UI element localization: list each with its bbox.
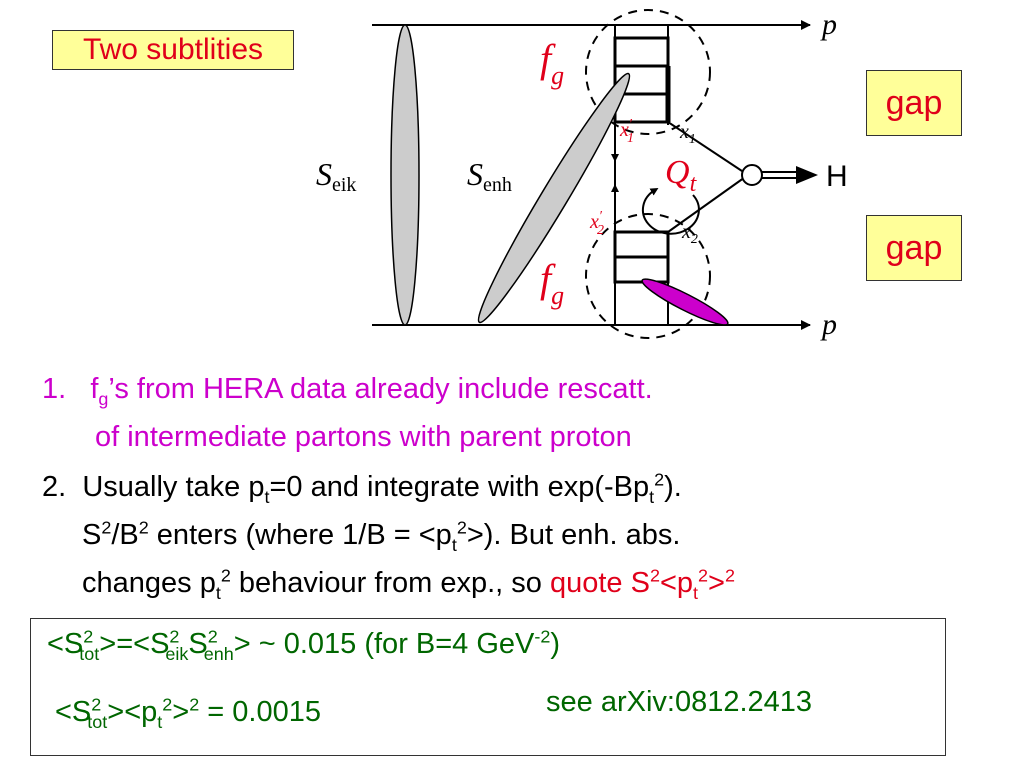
point-1-line-2: of intermediate partons with parent prot… — [95, 420, 632, 455]
sub: enh — [203, 643, 234, 664]
sub: t — [157, 711, 163, 732]
t: > — [708, 567, 725, 599]
t: > — [172, 696, 190, 728]
magenta-ellipse — [641, 278, 729, 326]
quote-highlight: quote S2<pt2>2 — [549, 565, 735, 601]
point-1-f: f — [90, 373, 99, 405]
t: <S — [55, 696, 92, 728]
s-enh-label: Senh — [467, 156, 512, 196]
t: >=<S — [99, 628, 170, 660]
t: ). — [664, 471, 682, 503]
t: ) — [550, 628, 561, 660]
sup: 2 — [649, 565, 660, 586]
sub: t — [693, 582, 699, 603]
higgs-arrowhead — [796, 166, 818, 184]
higgs-vertex — [741, 164, 763, 186]
qt-loop-arrow — [641, 187, 700, 235]
x1-label: x1 — [679, 121, 696, 147]
t: changes p — [82, 567, 216, 599]
t: = 0.0015 — [199, 696, 321, 728]
t: quote S — [549, 567, 650, 599]
t: behaviour from exp., so — [230, 567, 550, 599]
t: =0 and integrate with exp(-Bp — [269, 471, 650, 503]
t: enters (where 1/B = <p — [148, 519, 452, 551]
t: /B — [111, 519, 139, 551]
t: <S — [47, 628, 84, 660]
point-1-line-2-text: of intermediate partons with parent prot… — [95, 421, 632, 453]
fg-bottom-dashed-circle — [585, 213, 711, 339]
sup: 2 — [162, 694, 173, 715]
gap-bottom-box: gap — [866, 215, 962, 281]
x2-label: x2 — [681, 221, 698, 247]
t: S — [188, 628, 208, 660]
sub: t — [264, 486, 270, 507]
s-enh-ellipse — [477, 72, 631, 324]
p-bottom-label: p — [820, 308, 837, 341]
sup: 2 — [101, 517, 112, 538]
point-1-line-1: 1. fg’s from HERA data already include r… — [42, 372, 653, 409]
fg-top-dashed-circle — [585, 9, 711, 135]
sub: g — [98, 388, 109, 409]
t: >). But enh. abs. — [466, 519, 681, 551]
s-eik-label: Seik — [316, 156, 356, 196]
sup: 2 — [698, 565, 709, 586]
sup: 2 — [220, 565, 231, 586]
point-1-rest: ’s from HERA data already include rescat… — [108, 373, 653, 405]
x2-prime-label: x′2 — [589, 209, 604, 238]
sup: 2 — [189, 694, 200, 715]
t: ><p — [107, 696, 158, 728]
sup: 2 — [724, 565, 735, 586]
sub: eik — [165, 643, 189, 664]
x1-prime-label: x′1 — [619, 117, 634, 146]
point-1-number: 1. — [42, 373, 67, 405]
point-2-line-2: S2/B2 enters (where 1/B = <pt2>). But en… — [82, 518, 680, 553]
result-line-1: <S2tot>=<S2eikS2enh> ~ 0.015 (for B=4 Ge… — [47, 627, 560, 662]
point-2-line-3: changes pt2 behaviour from exp., so quot… — [82, 566, 735, 601]
results-box: <S2tot>=<S2eikS2enh> ~ 0.015 (for B=4 Ge… — [30, 618, 946, 756]
point-2-line-1: 2. Usually take pt=0 and integrate with … — [42, 470, 682, 505]
sup: -2 — [534, 626, 551, 647]
gluon-x1-line — [667, 121, 749, 176]
t: Usually take p — [82, 471, 265, 503]
sub: tot — [87, 711, 108, 732]
sup: 2 — [169, 626, 180, 647]
sup: 2 — [138, 517, 149, 538]
arxiv-reference: see arXiv:0812.2413 — [546, 686, 813, 718]
sup: 2 — [456, 517, 467, 538]
sub: t — [649, 486, 655, 507]
fg-top-label: fg — [540, 36, 564, 90]
t: <p — [659, 567, 694, 599]
qt-label: Qt — [665, 154, 698, 197]
point-2-number: 2. — [42, 471, 67, 503]
gap-top-box: gap — [866, 70, 962, 136]
higgs-label: H — [826, 160, 848, 193]
feynman-diagram: p p Seik Senh fg fg x′1 x1 x′2 x2 Qt H — [316, 8, 848, 341]
sup: 2 — [654, 469, 665, 490]
sup: 2 — [83, 626, 94, 647]
sub: tot — [79, 643, 100, 664]
sup: 2 — [207, 626, 218, 647]
sub: t — [215, 582, 221, 603]
t: > ~ 0.015 (for B=4 GeV — [233, 628, 535, 660]
sup: 2 — [91, 694, 102, 715]
fg-bottom-label: fg — [540, 256, 564, 310]
p-top-label: p — [820, 8, 837, 41]
gluon-x2-line — [667, 174, 749, 233]
t: S — [82, 519, 102, 551]
result-line-2: <S2tot><pt2>2 = 0.0015 — [55, 695, 321, 730]
title-box: Two subtlities — [52, 30, 294, 70]
sub: t — [451, 534, 457, 555]
s-eik-ellipse — [390, 24, 420, 326]
